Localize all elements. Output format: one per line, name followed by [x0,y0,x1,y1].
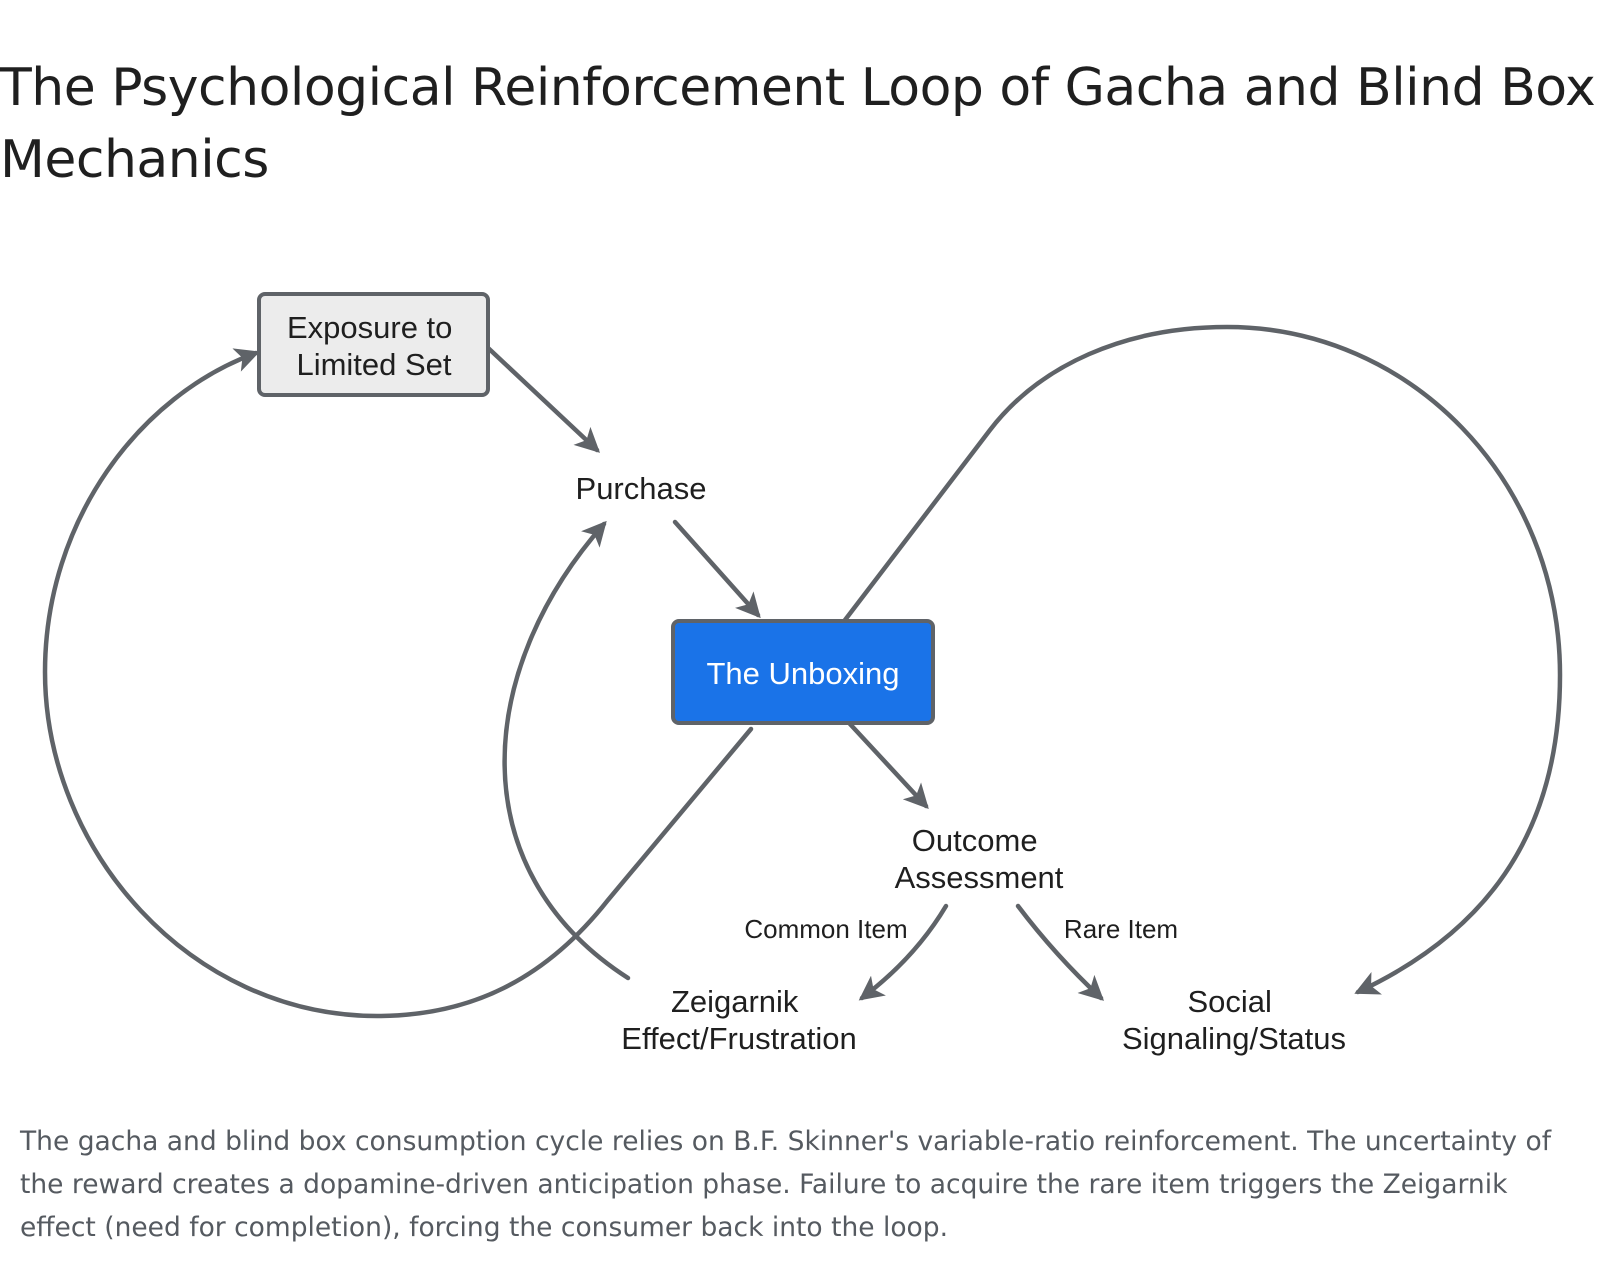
edge-label-common-item: Common Item [744,914,907,944]
node-zeigarnik: Zeigarnik Effect/Frustration [621,984,856,1056]
svg-text:Common Item: Common Item [744,914,907,944]
page-title: The Psychological Reinforcement Loop of … [0,58,1596,190]
node-social: Social Signaling/Status [1122,984,1346,1056]
node-exposure-box [257,292,490,397]
edges [42,324,1563,1019]
node-purchase: Purchase [576,471,707,506]
edge-zeigarnik-to-purchase [502,520,631,981]
diagram-caption: The gacha and blind box consumption cycl… [20,1126,1552,1243]
node-social-line-1: Social [1187,984,1271,1019]
node-social-line-2: Signaling/Status [1122,1021,1346,1056]
edge-exposure-to-purchase [483,343,601,453]
node-unboxing: The Unboxing [671,619,935,725]
node-unboxing-box [671,619,935,725]
edge-outcome-to-zeigarnik [858,903,949,1001]
edge-outcome-to-social [1015,903,1105,1001]
svg-text:Social Signaling/Status: Social Signaling/Status [1122,984,1346,1056]
svg-text:Zeigarnik Effect/Frustra: Zeigarnik Effect/Frustration [621,984,856,1056]
edge-label-rare-item: Rare Item [1064,914,1178,944]
node-exposure-line-1: Exposure to [287,310,452,345]
svg-text:Outcome Assessment: Outcome Assessment [895,823,1064,895]
edge-purchase-to-unboxing [672,519,761,619]
node-zeigarnik-line-2: Effect/Frustration [621,1021,856,1056]
node-exposure: Exposure to Limited Set [257,292,490,397]
edge-loop-to-exposure [42,348,754,1019]
node-purchase-label: Purchase [576,471,707,506]
edge-unboxing-to-outcome [847,721,929,810]
node-outcome-line-2: Assessment [895,860,1064,895]
edge-unboxing-to-social-loop [842,324,1563,995]
node-outcome: Outcome Assessment [895,823,1064,895]
svg-text:The Unboxing: The Unboxing [706,656,899,691]
node-outcome-line-1: Outcome [912,823,1038,858]
svg-text:Exposure to Limited Set: Exposure to Limited Set [287,310,461,382]
svg-text:Rare Item: Rare Item [1064,914,1178,944]
node-zeigarnik-line-1: Zeigarnik [671,984,799,1019]
node-unboxing-label: The Unboxing [706,656,899,691]
svg-text:Purchase: Purchase [576,471,707,506]
node-exposure-line-2: Limited Set [296,347,451,382]
